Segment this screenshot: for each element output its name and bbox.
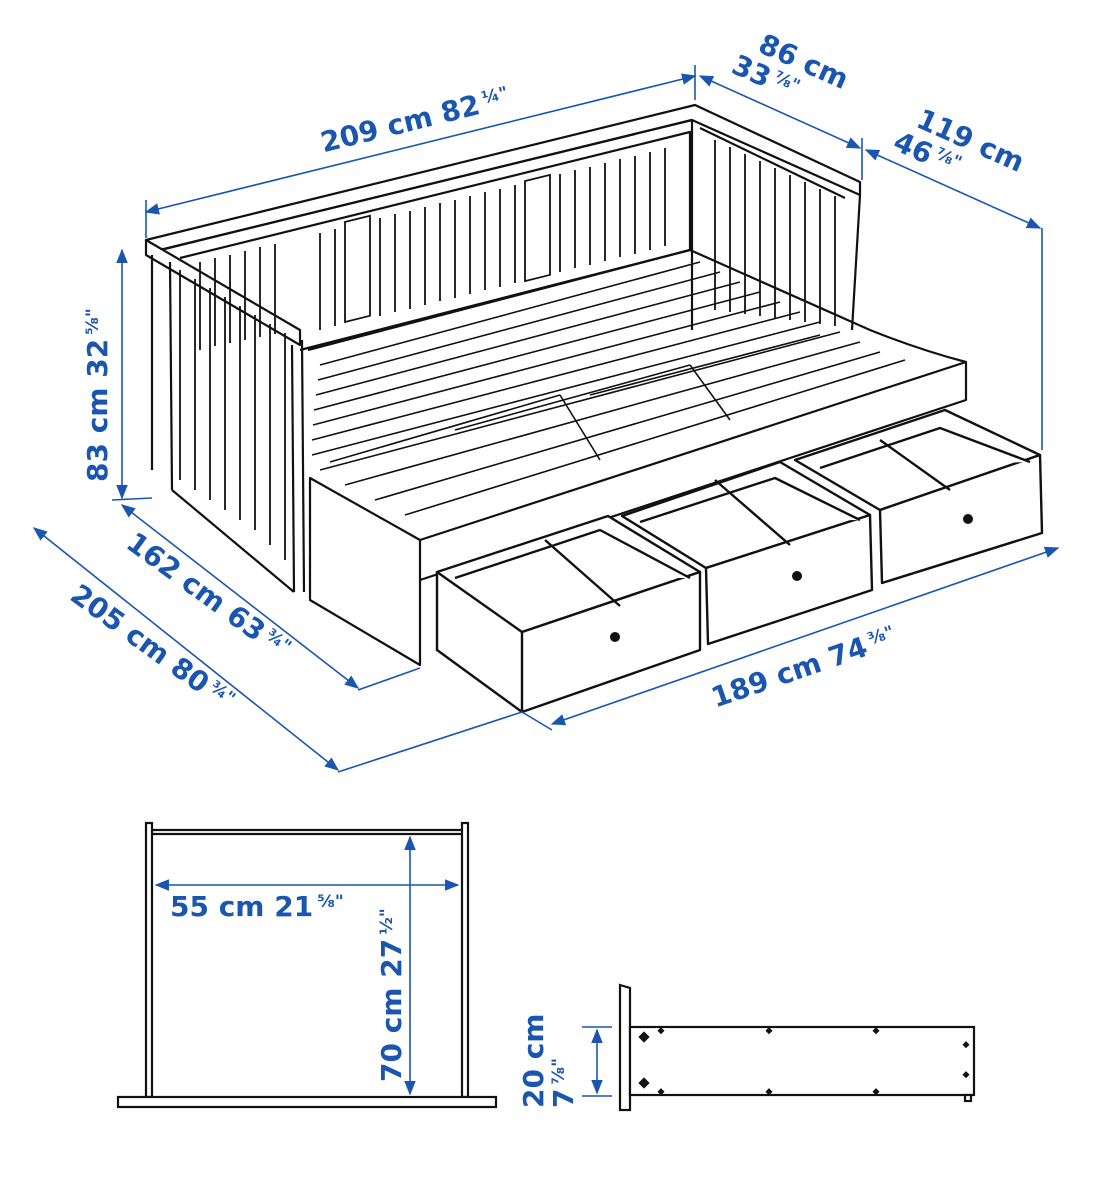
drawer-depth-label: 70 cm 27½": [375, 908, 408, 1082]
side-height-label: 20 cm 7⅞": [517, 1013, 580, 1109]
height-label: 83 cm 32⅝": [81, 308, 114, 482]
